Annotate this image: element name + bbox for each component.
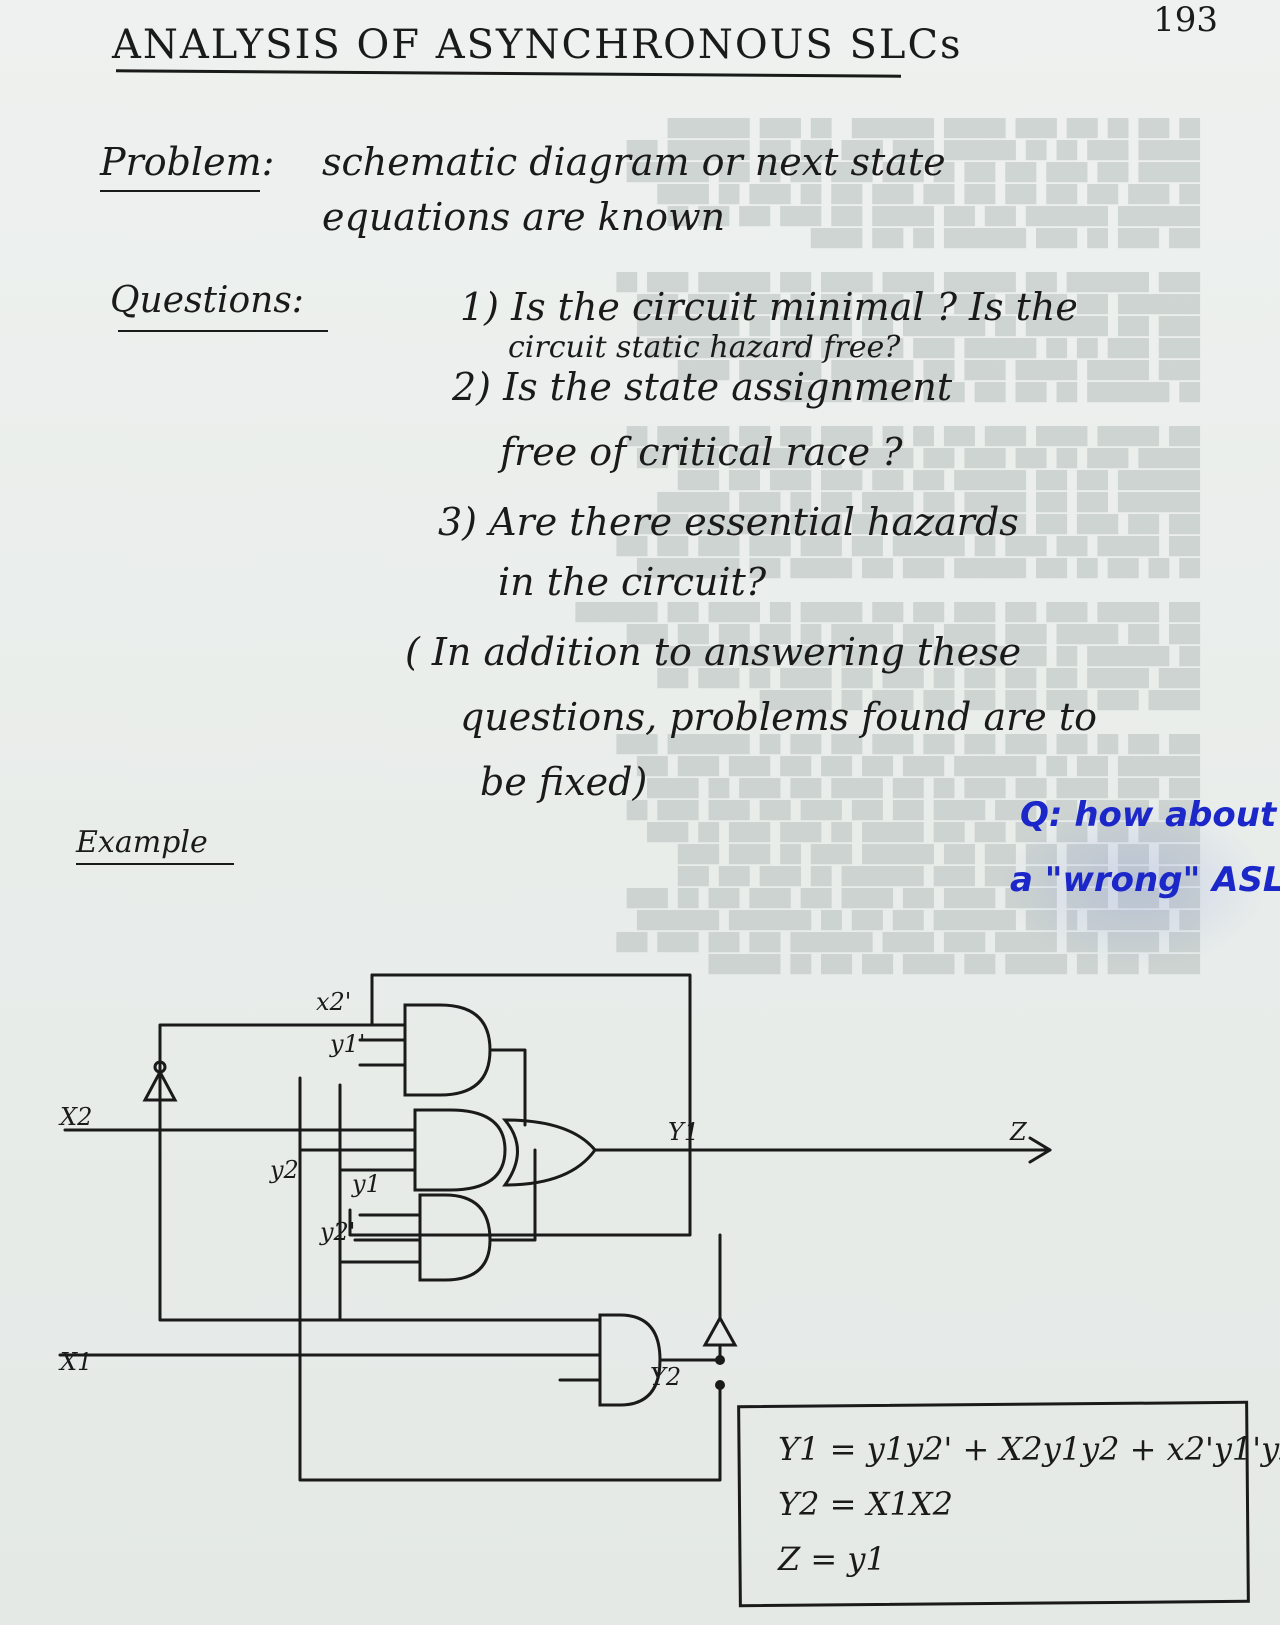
junction-dot-1 [715,1355,725,1365]
x2-prime-feed-wire [158,1023,374,1064]
blue-note-smudge [1000,800,1270,970]
example-label: Example [76,825,208,860]
and-gate-2 [413,1108,507,1192]
and-gate-Y2 [598,1313,662,1407]
and-gate-3 [418,1193,492,1282]
x2-vertical-wire [158,1128,602,1322]
question-1-line-2: circuit static hazard free? [508,330,901,365]
blue-note-line-2: a "wrong" ASLC? [1010,860,1280,900]
problem-text-line-2: equations are known [322,195,726,239]
gate-1-input-y1prime [358,1038,407,1067]
equation-Z: Z = y1 [778,1540,886,1578]
questions-label: Questions: [110,280,304,321]
gate-2-input-y2 [298,1148,417,1172]
x2-prime-input-wire [370,973,407,1027]
page-title: ANALYSIS OF ASYNCHRONOUS SLCs [112,22,963,68]
and-gate-1 [403,1003,492,1097]
question-2-line-2: free of critical race ? [500,430,903,474]
page-number: 193 [1153,0,1218,40]
label-x1: X1 [58,1348,92,1376]
label-y1: y1 [351,1170,381,1198]
feedback-wire-top [348,973,692,1237]
question-2-line-1: 2) Is the state assignment [452,365,953,409]
label-Y1: Y1 [668,1118,699,1146]
example-underline [76,863,234,865]
label-Y2: Y2 [650,1363,681,1391]
or-gate-Y1 [501,1118,597,1187]
junction-dot-2 [715,1380,725,1390]
problem-underline [100,190,260,192]
questions-underline [118,330,328,332]
problem-text-line-1: schematic diagram or next state [322,140,946,184]
Y2-output-wire [658,1343,722,1362]
equation-Y2: Y2 = X1X2 [778,1485,953,1523]
question-3-line-2: in the circuit? [498,560,767,604]
x2-inverter [142,1068,178,1102]
label-x2: X2 [58,1103,92,1131]
label-y2-prime: y2' [319,1218,355,1246]
note-line-1: ( In addition to answering these [405,630,1022,674]
note-line-3: be fixed) [480,760,648,804]
problem-label: Problem: [100,140,275,184]
label-Z: Z [1009,1118,1028,1146]
blue-note-line-1: Q: how about [1020,795,1277,835]
label-x2-prime: x2' [316,988,351,1016]
gate-3-inputs [338,1213,422,1264]
gate-1-output [488,1048,527,1127]
gate-3-output [488,1148,537,1242]
label-y1-prime: y1' [329,1030,365,1058]
question-1-line-1: 1) Is the circuit minimal ? Is the [460,285,1078,329]
equation-Y1: Y1 = y1y2' + X2y1y2 + x2'y1'y2 [778,1430,1280,1468]
question-3-line-1: 3) Are there essential hazards [438,500,1019,544]
note-line-2: questions, problems found are to [460,695,1098,739]
y2-delay-triangle [702,1314,738,1347]
y2-feedback-wire [298,1076,722,1482]
Z-arrow [1028,1136,1052,1164]
label-y2: y2 [269,1156,299,1184]
